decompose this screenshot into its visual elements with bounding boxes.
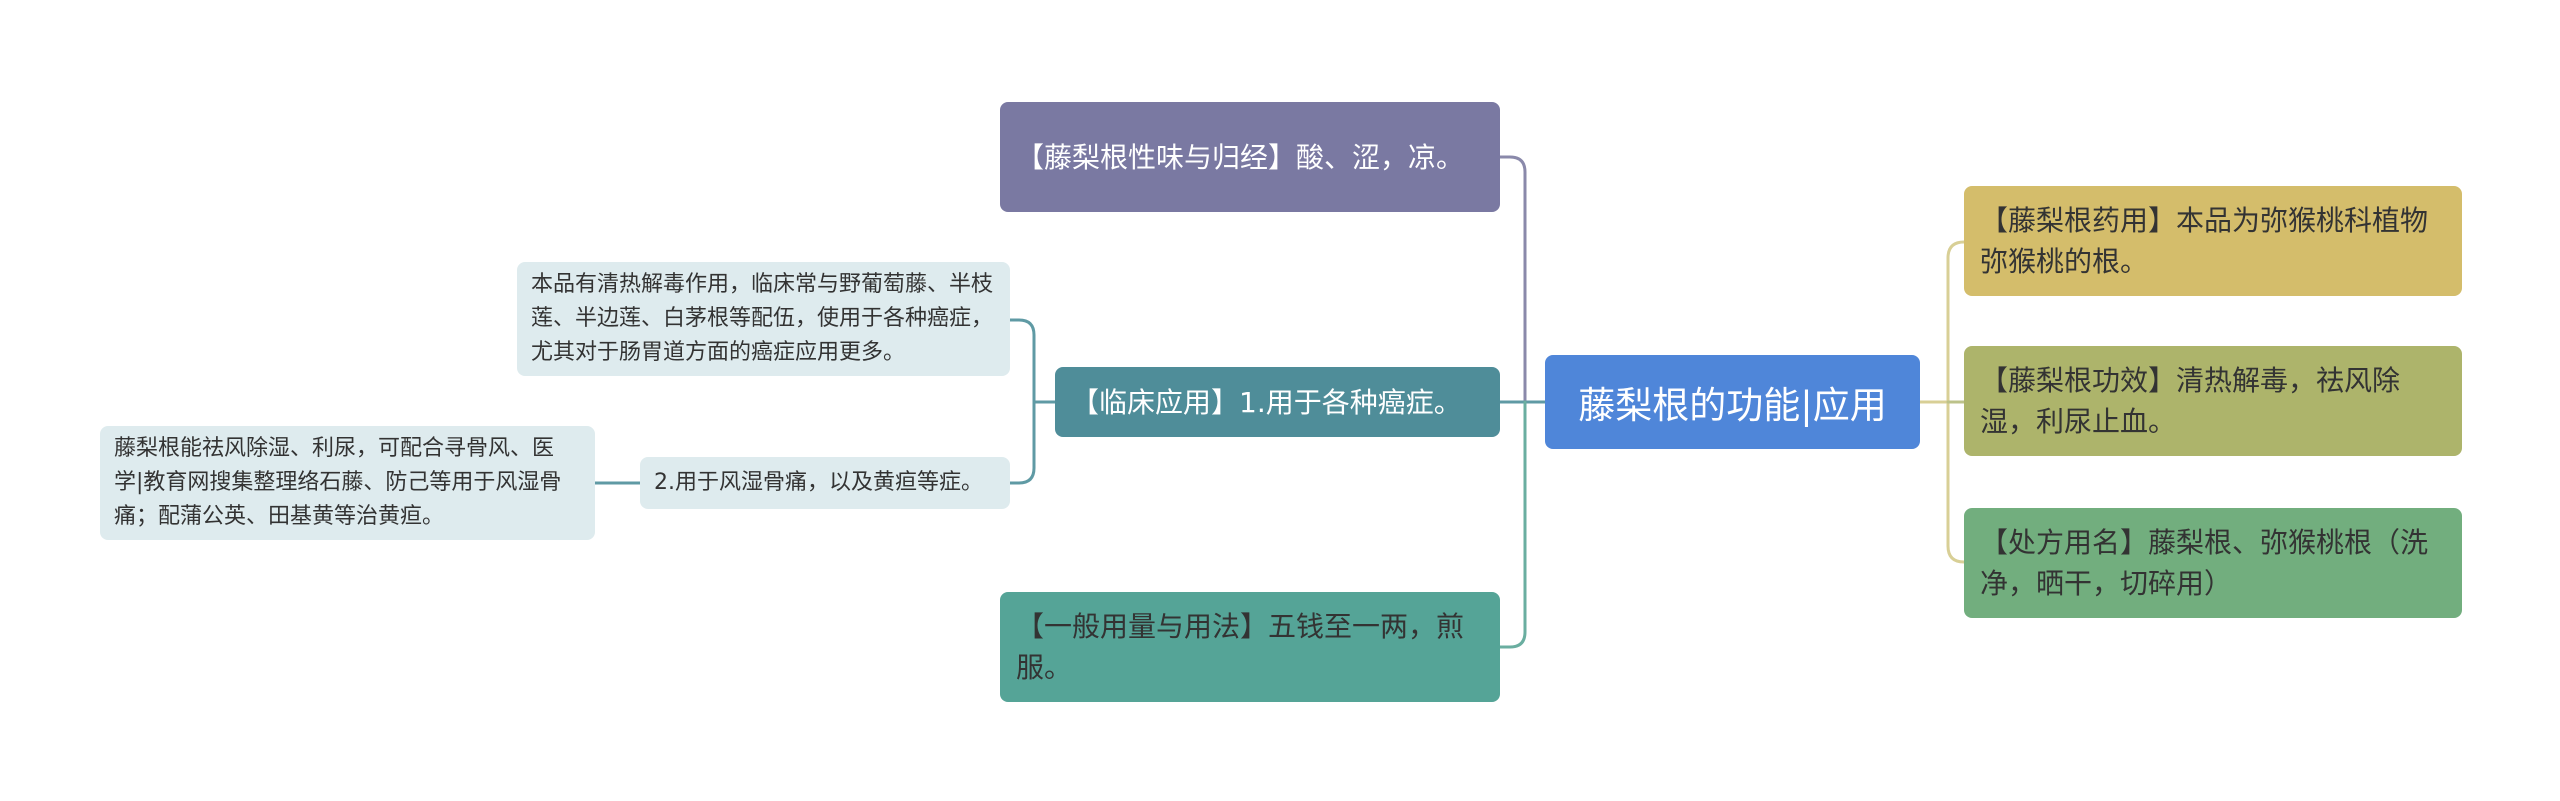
- branch-nature-meridian-label: 【藤梨根性味与归经】酸、涩，凉。: [1016, 140, 1465, 174]
- sub-item2-rheumatism[interactable]: 2.用于风湿骨痛，以及黄疸等症。: [640, 457, 1010, 509]
- branch-prescription-name[interactable]: 【处方用名】藤梨根、弥猴桃根（洗净，晒干，切碎用）: [1964, 508, 2462, 618]
- branch-prescription-name-label: 【处方用名】藤梨根、弥猴桃根（洗净，晒干，切碎用）: [1980, 526, 2429, 600]
- sub-item2-detail-label: 藤梨根能祛风除湿、利尿，可配合寻骨风、医学|教育网搜集整理络石藤、防己等用于风湿…: [114, 436, 562, 529]
- branch-clinical-application-label: 【临床应用】1.用于各种癌症。: [1071, 385, 1462, 419]
- connector-central-left: [1498, 155, 1547, 404]
- branch-medicinal-use-label: 【藤梨根药用】本品为弥猴桃科植物弥猴桃的根。: [1980, 204, 2429, 278]
- sub-clinical-detail[interactable]: 本品有清热解毒作用，临床常与野葡萄藤、半枝莲、半边莲、白茅根等配伍，使用于各种癌…: [517, 262, 1010, 376]
- branch-dosage-usage[interactable]: 【一般用量与用法】五钱至一两，煎服。: [1000, 592, 1500, 702]
- branch-dosage-usage-label: 【一般用量与用法】五钱至一两，煎服。: [1016, 610, 1465, 684]
- sub-item2-detail[interactable]: 藤梨根能祛风除湿、利尿，可配合寻骨风、医学|教育网搜集整理络石藤、防己等用于风湿…: [100, 426, 595, 540]
- central-topic-label: 藤梨根的功能|应用: [1578, 384, 1887, 427]
- connector-central-left-bottom: [1498, 400, 1527, 649]
- branch-nature-meridian[interactable]: 【藤梨根性味与归经】酸、涩，凉。: [1000, 102, 1500, 212]
- branch-efficacy[interactable]: 【藤梨根功效】清热解毒，祛风除湿，利尿止血。: [1964, 346, 2462, 456]
- branch-clinical-application[interactable]: 【临床应用】1.用于各种癌症。: [1055, 367, 1500, 437]
- connector-clinical-sub: [1008, 318, 1057, 485]
- branch-efficacy-label: 【藤梨根功效】清热解毒，祛风除湿，利尿止血。: [1980, 364, 2401, 438]
- sub-item2-rheumatism-label: 2.用于风湿骨痛，以及黄疸等症。: [654, 470, 983, 495]
- branch-medicinal-use[interactable]: 【藤梨根药用】本品为弥猴桃科植物弥猴桃的根。: [1964, 186, 2462, 296]
- sub-clinical-detail-label: 本品有清热解毒作用，临床常与野葡萄藤、半枝莲、半边莲、白茅根等配伍，使用于各种癌…: [531, 272, 994, 365]
- connector-central-right: [1918, 240, 1966, 564]
- central-topic[interactable]: 藤梨根的功能|应用: [1545, 355, 1920, 449]
